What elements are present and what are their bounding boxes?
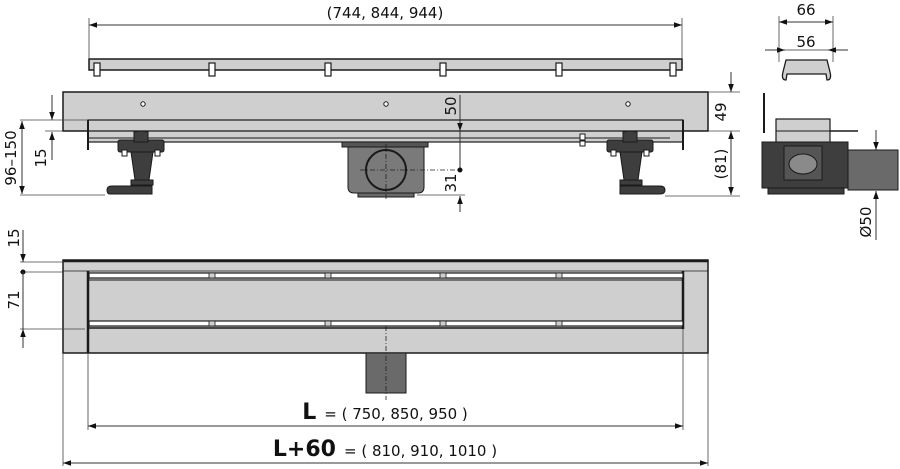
- adjustable-foot-right: [606, 130, 666, 195]
- length-symbol: L: [302, 400, 316, 425]
- grate-bar: [88, 58, 683, 71]
- grate-clips: [93, 62, 677, 77]
- total-length-values: = ( 810, 910, 1010 ): [344, 442, 497, 460]
- cross-section-view: 66 56 Ø50: [761, 1, 899, 240]
- adjustable-foot-left: [106, 130, 165, 195]
- body-height-label: 49: [712, 102, 730, 121]
- total-length-dimension-label: L+60 = ( 810, 910, 1010 ): [273, 437, 497, 462]
- flange-height-label: 15: [32, 148, 50, 167]
- outlet-diameter-label: Ø50: [857, 207, 875, 238]
- channel-width-label: 71: [5, 290, 23, 309]
- channel-depth-label: 50: [442, 96, 460, 115]
- outer-width-label: 66: [796, 1, 815, 19]
- grate-length-label: (744, 844, 944): [327, 4, 444, 22]
- plan-view: 15 71 L = ( 750, 850, 950 ) L+60 = ( 810…: [5, 228, 709, 466]
- height-range-label: 96–150: [2, 130, 20, 185]
- length-dimension-label: L = ( 750, 850, 950 ): [302, 400, 468, 425]
- total-height-label: (81): [712, 149, 730, 180]
- mounting-clip: [579, 133, 586, 147]
- plan-flange-label: 15: [5, 228, 23, 247]
- inner-width-label: 56: [796, 33, 815, 51]
- drain-outlet: [341, 141, 460, 200]
- side-view: 96–150 15 50 31 49 (81): [2, 72, 740, 212]
- total-length-symbol: L+60: [273, 437, 336, 462]
- top-grate-view: (744, 844, 944): [88, 4, 683, 77]
- length-values: = ( 750, 850, 950 ): [324, 405, 468, 423]
- outlet-center-label: 31: [442, 173, 460, 192]
